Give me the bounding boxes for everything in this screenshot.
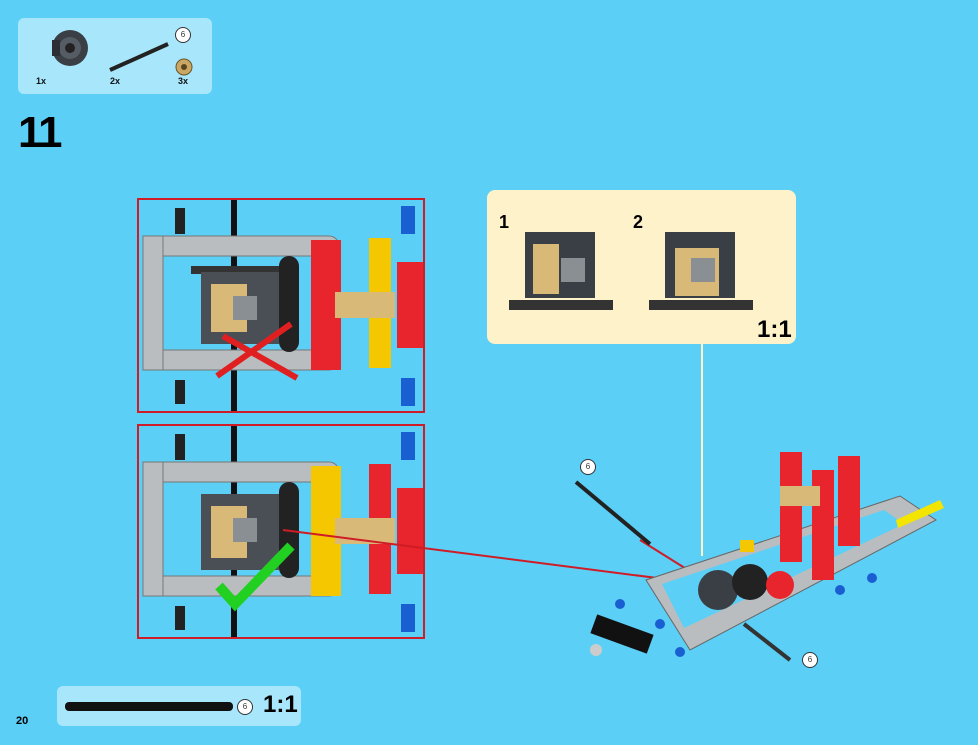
axle-reference-illustration xyxy=(65,702,233,711)
part-qty-2: 2x xyxy=(110,76,121,86)
callout-scale: 1:1 xyxy=(757,316,792,343)
axle-reference-badge: 6 xyxy=(237,699,253,715)
callout-illustration xyxy=(509,232,753,310)
model-axle-badge-bottom: 6 xyxy=(802,652,818,668)
axle-part-icon xyxy=(109,42,169,72)
axle-length-reference: 6 1:1 xyxy=(57,686,301,726)
option-1-label: 1 xyxy=(499,212,510,232)
bevel-gear-part-icon xyxy=(175,58,193,76)
wrong-assembly-panel xyxy=(137,198,425,413)
page-number: 20 xyxy=(16,715,29,727)
part-qty-1: 1x xyxy=(36,76,47,86)
axle-length-badge: 6 xyxy=(175,27,191,43)
parts-list-box: 1x 2x 3x 6 xyxy=(18,18,212,94)
gear-orientation-callout: 1 2 1:1 xyxy=(487,190,796,344)
axle-reference-scale: 1:1 xyxy=(263,691,298,718)
model-axle-badge-top: 6 xyxy=(580,459,596,475)
option-1-differential xyxy=(509,232,613,310)
step-number: 11 xyxy=(18,108,62,157)
option-2-differential xyxy=(649,232,753,310)
part-qty-3: 3x xyxy=(178,76,189,86)
wrong-assembly-illustration xyxy=(142,200,423,411)
differential-part-icon xyxy=(52,30,88,66)
option-2-label: 2 xyxy=(633,212,644,232)
parts-illustration xyxy=(52,30,193,76)
